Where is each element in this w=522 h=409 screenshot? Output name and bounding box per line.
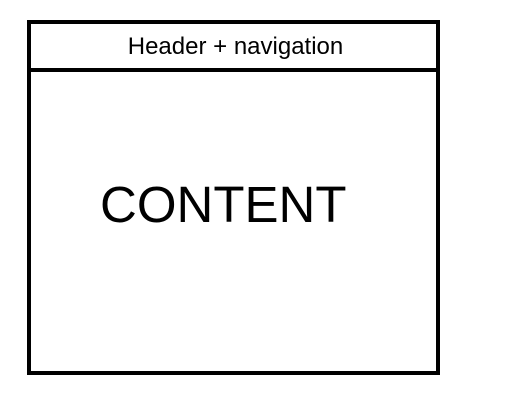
page-wireframe: Header + navigation CONTENT (27, 20, 440, 375)
content-label: CONTENT (100, 176, 347, 233)
header-region: Header + navigation (31, 24, 436, 72)
header-label: Header + navigation (127, 32, 344, 60)
